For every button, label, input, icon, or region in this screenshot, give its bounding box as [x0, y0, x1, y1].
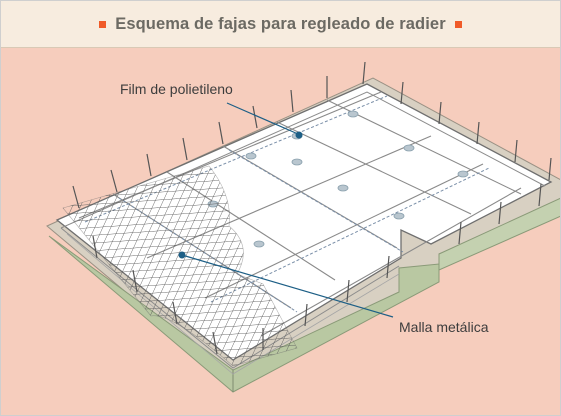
mesh-label: Malla metálica [399, 319, 489, 335]
orange-bullet-icon [454, 20, 462, 28]
page-title: Esquema de fajas para regleado de radier [115, 14, 446, 33]
mesh-marker [178, 251, 186, 259]
film-label: Film de polietileno [120, 81, 233, 97]
formwork-right-side [438, 197, 560, 271]
rebar-stakes [72, 61, 552, 355]
slab-diagram [46, 61, 560, 393]
header-bar: Esquema de fajas para regleado de radier [1, 1, 560, 48]
film-marker [295, 131, 303, 139]
orange-bullet-icon [99, 20, 107, 28]
